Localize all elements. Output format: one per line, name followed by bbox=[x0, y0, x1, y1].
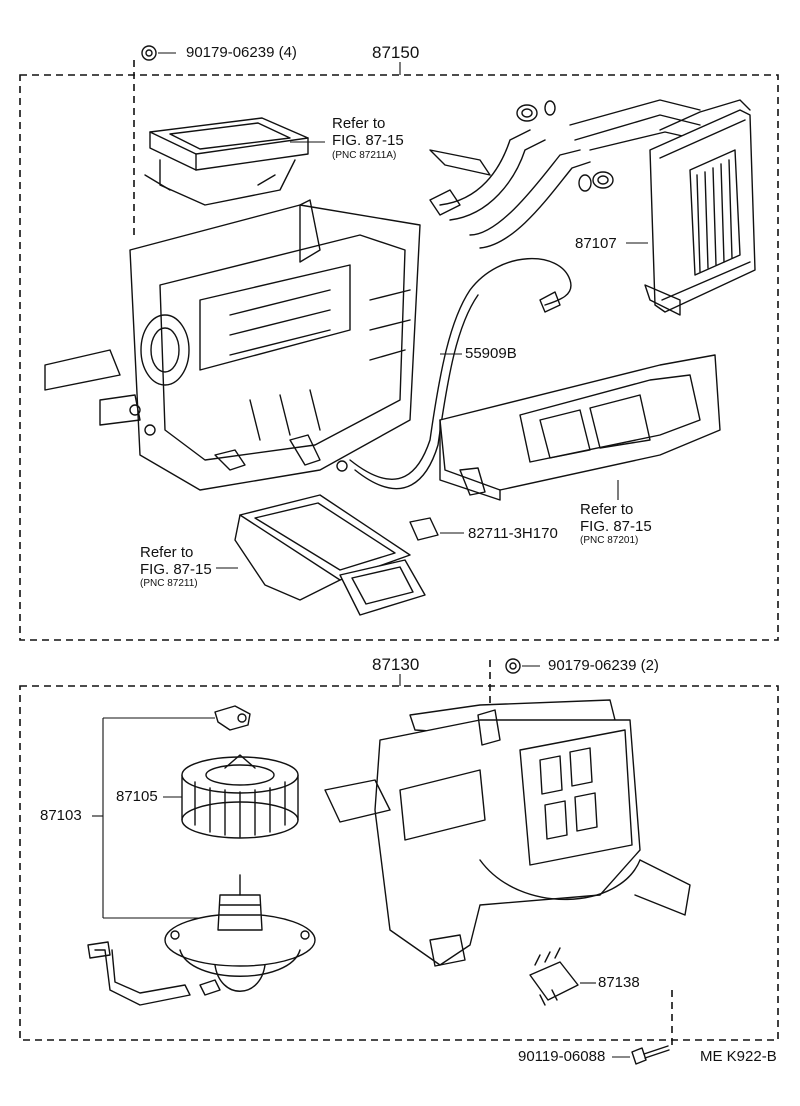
blower-bracket-lines bbox=[92, 717, 215, 919]
assembly-label-bottom: 87130 bbox=[372, 655, 420, 674]
top-assembly-frame bbox=[19, 60, 779, 641]
resistor-label: 87138 bbox=[598, 974, 640, 991]
clip-label-bottom: 90179-06239 (2) bbox=[548, 657, 659, 674]
heater-core-label: 87107 bbox=[575, 235, 617, 252]
clip-icon bbox=[141, 45, 176, 61]
clip-icon-bottom bbox=[505, 658, 540, 674]
blower-case-drawing bbox=[324, 699, 691, 967]
ref-upper-line1: Refer to bbox=[332, 115, 386, 132]
bottom-assembly-frame bbox=[19, 660, 779, 1050]
screw-drawing bbox=[612, 1045, 670, 1065]
heater-pipes-drawing bbox=[429, 99, 701, 249]
right-duct-drawing bbox=[439, 354, 721, 501]
blower-motor-drawing bbox=[87, 874, 316, 1006]
clip-label-top: 90179-06239 (4) bbox=[186, 44, 297, 61]
heater-core-drawing bbox=[626, 99, 756, 316]
ref-right-pnc: (PNC 87201) bbox=[580, 535, 639, 546]
ref-right-line1: Refer to bbox=[580, 501, 634, 518]
fan-drawing bbox=[181, 754, 299, 839]
ref-lower-line1: Refer to bbox=[140, 544, 194, 561]
footer-code: ME K922-B bbox=[700, 1048, 777, 1065]
ref-right-line2: FIG. 87-15 bbox=[580, 518, 652, 535]
ref-upper-pnc: (PNC 87211A) bbox=[332, 150, 397, 161]
upper-duct-drawing bbox=[144, 117, 325, 206]
clip-small-drawing bbox=[409, 517, 464, 541]
screw-label: 90119-06088 bbox=[518, 1048, 606, 1065]
fan-clip-drawing bbox=[214, 705, 251, 731]
clip-small-label: 82711-3H170 bbox=[468, 525, 558, 542]
blower-motor-label: 87103 bbox=[40, 807, 82, 824]
fan-label: 87105 bbox=[116, 788, 158, 805]
resistor-drawing bbox=[529, 947, 596, 1006]
ref-lower-line2: FIG. 87-15 bbox=[140, 561, 212, 578]
hose-drawing bbox=[336, 258, 572, 490]
assembly-label-top: 87150 bbox=[372, 43, 420, 62]
lower-duct-drawing bbox=[216, 494, 426, 616]
ref-lower-pnc: (PNC 87211) bbox=[140, 578, 198, 589]
heater-unit-drawing bbox=[44, 199, 421, 491]
hose-label: 55909B bbox=[465, 345, 517, 362]
ref-upper-line2: FIG. 87-15 bbox=[332, 132, 404, 149]
